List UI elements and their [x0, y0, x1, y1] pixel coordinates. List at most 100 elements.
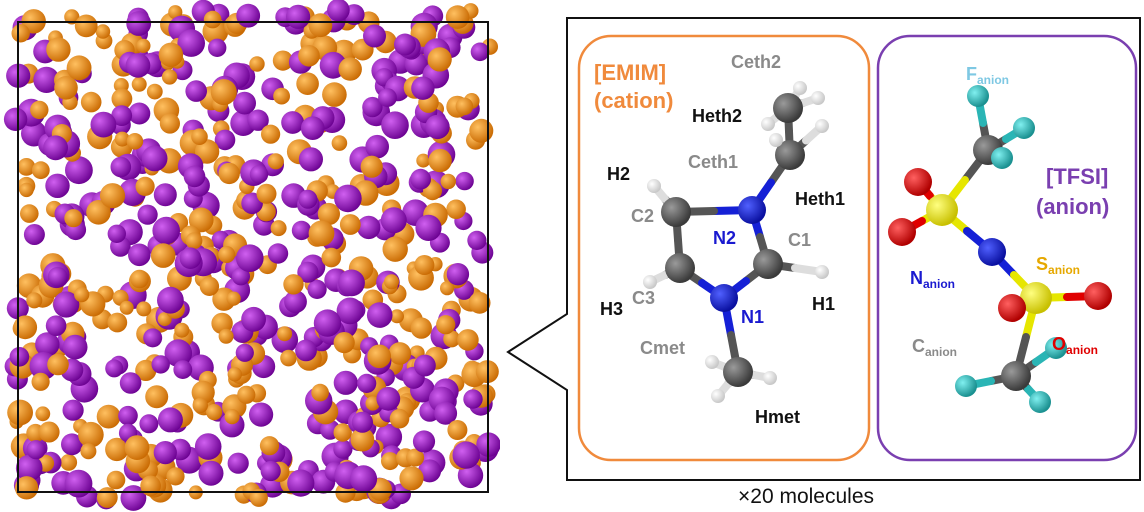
atom-s [926, 194, 958, 226]
cation-sphere [124, 435, 150, 460]
anion-sphere [267, 243, 289, 264]
cation-sphere [296, 72, 319, 95]
cation-sphere [206, 404, 223, 421]
anion-sphere [3, 107, 28, 131]
cation-sphere [211, 312, 233, 335]
atom-label-s-anion: Sanion [1036, 254, 1080, 277]
anion-sphere [357, 215, 381, 240]
cation-sphere [106, 470, 126, 490]
atom-h [711, 389, 725, 403]
atom-label-heth2: Heth2 [692, 106, 742, 126]
cation-sphere [457, 329, 479, 351]
cation-sphere [267, 153, 284, 170]
atom-c [665, 253, 695, 283]
cation-sphere [47, 353, 69, 376]
atom-o [1084, 282, 1112, 310]
cation-sphere [440, 281, 455, 296]
anion-type: (anion) [1036, 194, 1109, 219]
anion-sphere [297, 261, 319, 283]
cation-sphere [60, 454, 78, 471]
anion-sphere [118, 405, 138, 426]
anion-sphere [90, 111, 117, 138]
anion-sphere [64, 469, 93, 498]
cation-sphere [210, 79, 237, 106]
anion-sphere [412, 430, 436, 453]
cation-sphere [308, 220, 335, 247]
cation-sphere [74, 14, 98, 38]
cation-sphere [277, 326, 293, 342]
atom-label-n2: N2 [713, 228, 736, 248]
cation-sphere [321, 247, 342, 268]
atom-o [888, 218, 916, 246]
anion-sphere [45, 173, 70, 198]
cation-sphere [388, 342, 412, 365]
atom-h [811, 91, 825, 105]
cation-sphere [333, 332, 355, 354]
atom-o [998, 294, 1026, 322]
cation-sphere [114, 131, 130, 147]
cation-sphere [66, 55, 92, 81]
atom-label-h2: H2 [607, 164, 630, 184]
anion-sphere [128, 243, 151, 267]
cation-sphere [199, 276, 220, 296]
cation-sphere [203, 10, 222, 29]
anion-sphere [415, 214, 442, 241]
atom-h [815, 265, 829, 279]
anion-sphere [357, 373, 377, 393]
anion-sphere [470, 42, 490, 62]
atom-label-o-anion: Oanion [1052, 334, 1098, 357]
cation-sphere [322, 82, 347, 107]
cation-sphere [54, 76, 78, 100]
cation-sphere [136, 38, 151, 53]
atom-n [738, 196, 766, 224]
cation-sphere [78, 421, 104, 448]
atom-label-cmet: Cmet [640, 338, 685, 358]
cation-sphere [192, 397, 208, 414]
anion-sphere [198, 460, 224, 486]
simulation-box-border [17, 21, 489, 493]
cation-sphere [95, 24, 111, 39]
cation-sphere [96, 404, 121, 429]
anion-sphere [284, 290, 307, 314]
anion-sphere [366, 302, 393, 328]
cation-sphere [38, 421, 60, 443]
cation-sphere [390, 309, 404, 324]
anion-sphere [35, 332, 60, 357]
cation-sphere [416, 153, 431, 168]
anion-sphere [125, 53, 151, 78]
cation-sphere [406, 448, 425, 467]
anion-sphere [300, 116, 325, 140]
cation-type: (cation) [594, 88, 673, 113]
anion-sphere [365, 134, 390, 159]
cation-sphere [410, 317, 432, 339]
cation-sphere [227, 367, 242, 382]
anion-sphere [241, 306, 266, 332]
anion-sphere [327, 0, 350, 22]
anion-sphere [23, 224, 45, 245]
anion-sphere [62, 334, 88, 360]
anion-sphere [381, 111, 409, 139]
anion-sphere [152, 216, 180, 245]
anion-sphere [9, 347, 30, 367]
cation-sphere [19, 182, 34, 198]
anion-sphere [126, 11, 152, 36]
anion-sphere [157, 286, 184, 314]
cation-sphere [136, 301, 152, 317]
atom-c [661, 197, 691, 227]
cation-sphere [119, 300, 134, 315]
anion-sphere [338, 269, 365, 297]
cation-sphere [30, 100, 49, 120]
anion-sphere [418, 459, 442, 483]
cation-sphere [311, 383, 329, 402]
atom-label-ceth2: Ceth2 [731, 52, 781, 72]
atom-f [1045, 337, 1067, 359]
cation-sphere [298, 45, 320, 67]
anion-sphere [362, 96, 383, 118]
cation-sphere [111, 88, 133, 110]
anion-sphere [307, 279, 327, 299]
anion-sphere [452, 441, 480, 469]
atom-label-h1: H1 [812, 294, 835, 314]
cation-sphere [105, 437, 129, 462]
anion-sphere [43, 135, 68, 161]
cation-sphere [331, 135, 348, 151]
